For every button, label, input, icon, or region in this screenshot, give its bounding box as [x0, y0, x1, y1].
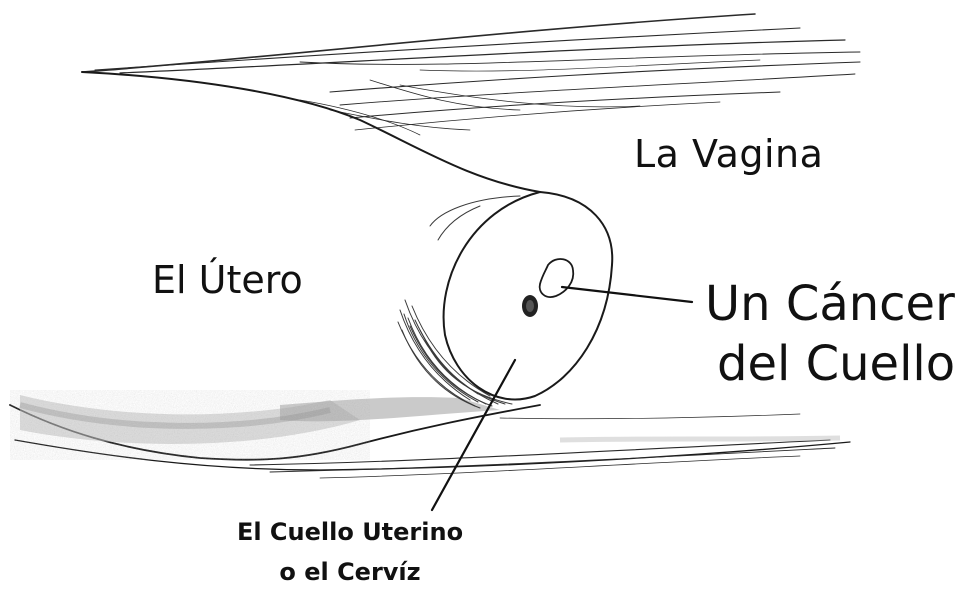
- uterus-label: El Útero: [152, 258, 303, 302]
- shading: [10, 390, 841, 460]
- cancer-label-line1: Un Cáncer: [705, 276, 955, 332]
- cervix-leader-line: [430, 358, 517, 512]
- cervix-label: El Cuello Uterino o el Cervíz: [220, 512, 480, 592]
- cancer-label: Un Cáncer del Cuello: [705, 274, 955, 394]
- vaginal-wall-bottom: [249, 413, 836, 479]
- cervix-label-line2: o el Cervíz: [279, 558, 421, 586]
- cervix-label-line1: El Cuello Uterino: [236, 518, 464, 546]
- cancer-leader-line: [560, 285, 694, 304]
- cancer-label-line2: del Cuello: [717, 336, 956, 392]
- vagina-label: La Vagina: [634, 132, 824, 176]
- vaginal-wall-top: [81, 13, 861, 136]
- cervix-hatching: [397, 195, 521, 409]
